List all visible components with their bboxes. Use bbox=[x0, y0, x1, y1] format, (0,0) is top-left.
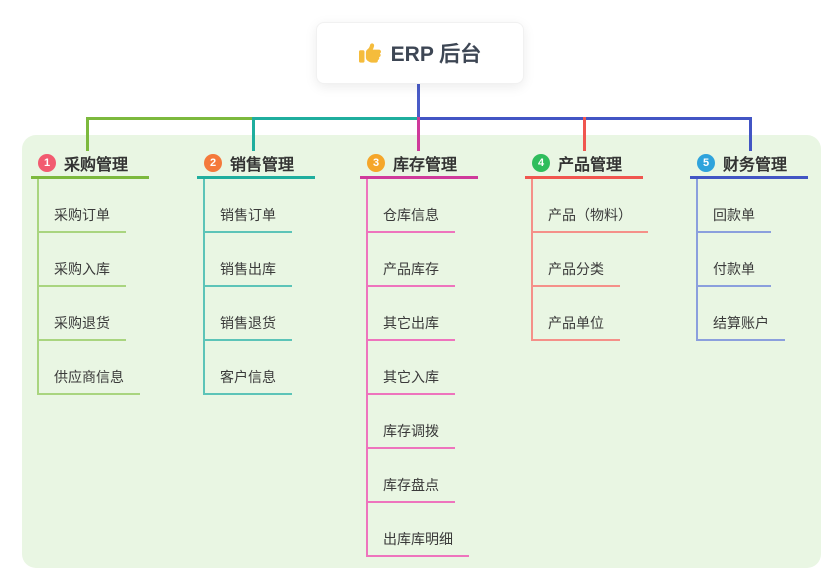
child-node-label: 采购退货 bbox=[37, 313, 126, 341]
child-node[interactable]: 付款单 bbox=[696, 233, 771, 287]
child-node-label: 销售退货 bbox=[203, 313, 292, 341]
root-node[interactable]: ERP 后台 bbox=[316, 22, 524, 84]
child-node-label: 回款单 bbox=[696, 205, 771, 233]
connector-line bbox=[417, 117, 420, 151]
branch-4-number-badge: 4 bbox=[532, 154, 550, 172]
child-node-label: 其它入库 bbox=[366, 367, 455, 395]
connector-line bbox=[252, 117, 255, 151]
child-node-label: 产品（物料） bbox=[531, 205, 648, 233]
child-node[interactable]: 库存调拨 bbox=[366, 395, 455, 449]
child-node[interactable]: 出库库明细 bbox=[366, 503, 469, 557]
branch-2-number-badge: 2 bbox=[204, 154, 222, 172]
child-node[interactable]: 库存盘点 bbox=[366, 449, 455, 503]
branch-4-header[interactable]: 4 产品管理 bbox=[525, 150, 622, 176]
branch-3-label: 库存管理 bbox=[393, 157, 458, 174]
root-node-label: ERP 后台 bbox=[390, 43, 482, 66]
connector-line bbox=[417, 82, 420, 118]
child-node[interactable]: 供应商信息 bbox=[37, 341, 140, 395]
thumbs-up-icon bbox=[358, 43, 381, 63]
branch-2-label: 销售管理 bbox=[230, 157, 295, 174]
child-node-label: 销售订单 bbox=[203, 205, 292, 233]
child-node[interactable]: 销售出库 bbox=[203, 233, 292, 287]
child-node-label: 采购订单 bbox=[37, 205, 126, 233]
branch-underline bbox=[690, 176, 808, 179]
child-node-label: 库存盘点 bbox=[366, 475, 455, 503]
branch-underline bbox=[197, 176, 315, 179]
branch-trunk-line bbox=[366, 179, 368, 557]
child-node-label: 仓库信息 bbox=[366, 205, 455, 233]
child-node[interactable]: 仓库信息 bbox=[366, 179, 455, 233]
branch-trunk-line bbox=[37, 179, 39, 395]
connector-line bbox=[86, 117, 255, 120]
child-node[interactable]: 产品分类 bbox=[531, 233, 620, 287]
connector-line bbox=[583, 117, 586, 151]
child-node-label: 产品库存 bbox=[366, 259, 455, 287]
branch-3-number-badge: 3 bbox=[367, 154, 385, 172]
connector-line bbox=[749, 117, 752, 151]
child-node[interactable]: 其它出库 bbox=[366, 287, 455, 341]
connector-line bbox=[254, 117, 420, 120]
branches-panel bbox=[22, 135, 821, 568]
child-node-label: 库存调拨 bbox=[366, 421, 455, 449]
child-node[interactable]: 采购退货 bbox=[37, 287, 126, 341]
branch-1-header[interactable]: 1 采购管理 bbox=[31, 150, 128, 176]
child-node[interactable]: 产品库存 bbox=[366, 233, 455, 287]
child-node-label: 采购入库 bbox=[37, 259, 126, 287]
child-node[interactable]: 回款单 bbox=[696, 179, 771, 233]
branch-2-header[interactable]: 2 销售管理 bbox=[197, 150, 294, 176]
child-node-label: 出库库明细 bbox=[366, 529, 469, 557]
child-node[interactable]: 采购订单 bbox=[37, 179, 126, 233]
branch-5-header[interactable]: 5 财务管理 bbox=[690, 150, 787, 176]
child-node-label: 其它出库 bbox=[366, 313, 455, 341]
child-node-label: 付款单 bbox=[696, 259, 771, 287]
child-node-label: 结算账户 bbox=[696, 313, 785, 341]
branch-4-label: 产品管理 bbox=[558, 157, 623, 174]
child-node[interactable]: 其它入库 bbox=[366, 341, 455, 395]
branch-trunk-line bbox=[696, 179, 698, 341]
branch-trunk-line bbox=[531, 179, 533, 341]
branch-underline bbox=[525, 176, 643, 179]
child-node-label: 客户信息 bbox=[203, 367, 292, 395]
branch-underline bbox=[31, 176, 149, 179]
branch-trunk-line bbox=[203, 179, 205, 395]
branch-underline bbox=[360, 176, 478, 179]
child-node[interactable]: 结算账户 bbox=[696, 287, 785, 341]
child-node-label: 供应商信息 bbox=[37, 367, 140, 395]
child-node[interactable]: 客户信息 bbox=[203, 341, 292, 395]
branch-5-number-badge: 5 bbox=[697, 154, 715, 172]
child-node-label: 产品单位 bbox=[531, 313, 620, 341]
branch-3-header[interactable]: 3 库存管理 bbox=[360, 150, 457, 176]
branch-1-number-badge: 1 bbox=[38, 154, 56, 172]
child-node-label: 销售出库 bbox=[203, 259, 292, 287]
child-node[interactable]: 销售订单 bbox=[203, 179, 292, 233]
child-node[interactable]: 销售退货 bbox=[203, 287, 292, 341]
child-node[interactable]: 采购入库 bbox=[37, 233, 126, 287]
child-node[interactable]: 产品单位 bbox=[531, 287, 620, 341]
branch-5-label: 财务管理 bbox=[723, 157, 788, 174]
connector-line bbox=[86, 117, 89, 151]
branch-1-label: 采购管理 bbox=[64, 157, 129, 174]
child-node-label: 产品分类 bbox=[531, 259, 620, 287]
child-node[interactable]: 产品（物料） bbox=[531, 179, 648, 233]
